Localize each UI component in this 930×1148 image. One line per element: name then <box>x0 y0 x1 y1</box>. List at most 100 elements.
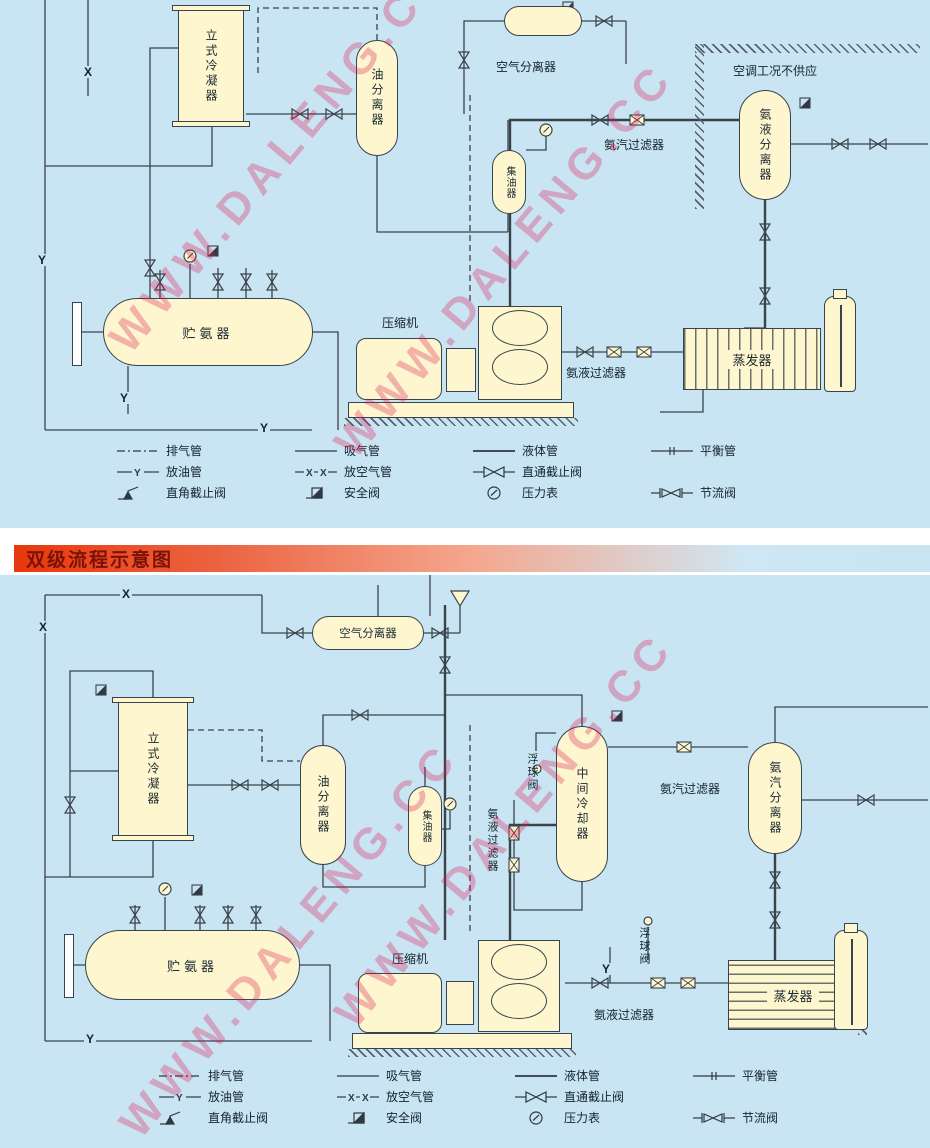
agitator-motor <box>833 289 847 299</box>
ammonia-receiver-vessel: 贮氨器 <box>103 298 313 366</box>
legend-item-pressure-gauge: 压力表 <box>514 1109 692 1126</box>
air-separator-vessel <box>504 6 582 36</box>
svg-text:X: X <box>306 468 313 479</box>
legend-label: 安全阀 <box>386 1111 423 1125</box>
compressor-coupling <box>446 981 474 1025</box>
svg-text:Y: Y <box>134 468 141 479</box>
legend-label: 节流阀 <box>742 1111 779 1125</box>
legend-item-balance-pipe: 平衡管 <box>650 442 828 459</box>
intermediate-cooler-label: 中间冷却器 <box>575 766 589 842</box>
exhaust-pipe-symbol <box>117 449 159 452</box>
legend-label: 液体管 <box>564 1069 601 1083</box>
legend-label: 节流阀 <box>700 486 737 500</box>
legend-label: 直通截止阀 <box>522 465 583 479</box>
legend-label: 平衡管 <box>742 1069 779 1083</box>
oil-separator-label: 油分离器 <box>370 68 384 128</box>
balance-pipe-symbol <box>693 1071 735 1080</box>
legend-label: 放空气管 <box>386 1090 435 1104</box>
oil-drain-pipe-symbol: Y <box>159 1093 201 1104</box>
legend-label: 吸气管 <box>344 444 381 458</box>
compressor-cylinder <box>492 310 548 346</box>
ammonia-vapor-filter-label: 氨汽过滤器 <box>660 782 721 796</box>
legend-label: 液体管 <box>522 444 559 458</box>
compressor-base <box>352 1033 572 1049</box>
pipe-marker-y: Y <box>258 421 271 435</box>
oil-separator-vessel: 油分离器 <box>300 745 346 865</box>
legend-row: 直角截止阀 安全阀 压力表 节流阀 <box>116 482 828 503</box>
oil-separator-label: 油分离器 <box>316 775 330 835</box>
legend-label: 放油管 <box>208 1090 245 1104</box>
legend-item-pressure-gauge: 压力表 <box>472 484 650 501</box>
compressor-cylinder <box>491 983 547 1019</box>
throttle-valve-symbol <box>651 487 693 498</box>
ammonia-receiver-vessel: 贮氨器 <box>85 930 300 1000</box>
legend-label: 直通截止阀 <box>564 1090 625 1104</box>
vertical-condenser-vessel: 立式冷凝器 <box>172 5 250 127</box>
exhaust-pipe-symbol <box>159 1074 201 1077</box>
wall-hatch-left <box>695 44 704 209</box>
safety-valve-symbol <box>306 486 323 499</box>
legend-item-straight-stop-valve: 直通截止阀 <box>472 463 650 480</box>
ammonia-liquid-filter-label: 氨液过滤器 <box>594 1008 655 1022</box>
legend-label: 平衡管 <box>700 444 737 458</box>
legend-item-suction-pipe: 吸气管 <box>336 1067 514 1084</box>
suction-pipe-symbol <box>295 449 337 452</box>
wall-hatch-top <box>695 44 920 53</box>
condenser-top-flange <box>112 697 194 703</box>
compressor-ground-hatch <box>344 418 578 426</box>
legend-row: 直角截止阀 安全阀 压力表 节流阀 <box>158 1107 870 1128</box>
condenser-bottom-flange <box>112 835 194 841</box>
liquid-pipe-symbol <box>473 449 515 452</box>
legend-item-safety-valve: 安全阀 <box>336 1109 514 1126</box>
agitator-shaft <box>840 305 842 387</box>
legend-item-oil-drain-pipe: Y 放油管 <box>116 463 294 480</box>
compressor-cylinder <box>492 349 548 385</box>
ammonia-vapor-separator-label: 氨汽分离器 <box>768 760 782 836</box>
legend-row: 排气管 吸气管 液体管 平衡管 <box>158 1065 870 1086</box>
compressor-motor <box>356 338 442 400</box>
legend-label: 压力表 <box>564 1111 601 1125</box>
agitator-vessel <box>834 923 868 1030</box>
legend-item-liquid-pipe: 液体管 <box>472 442 650 459</box>
compressor-body <box>478 940 560 1032</box>
agitator-vessel <box>824 289 856 392</box>
two-stage-title: 双级流程示意图 <box>26 550 174 571</box>
legend-item-throttle-valve: 节流阀 <box>692 1109 870 1126</box>
oil-collector-vessel: 集油器 <box>408 786 442 866</box>
legend-label: 直角截止阀 <box>166 486 227 500</box>
legend-item-suction-pipe: 吸气管 <box>294 442 472 459</box>
compressor-base <box>348 402 574 418</box>
oil-collector-label: 集油器 <box>504 165 515 199</box>
svg-text:X: X <box>362 1093 369 1104</box>
legend-label: 放空气管 <box>344 465 393 479</box>
pipe-marker-y: Y <box>36 253 49 267</box>
oil-collector-label: 集油器 <box>420 809 431 843</box>
condenser-top-flange <box>172 5 250 11</box>
compressor-body <box>478 306 562 400</box>
pipe-marker-y: Y <box>118 391 131 405</box>
svg-text:Y: Y <box>176 1093 183 1104</box>
throttle-valve-symbol <box>693 1112 735 1123</box>
float-valve-top-label: 浮球阀 <box>526 753 538 792</box>
legend-label: 排气管 <box>208 1069 245 1083</box>
single-stage-flow-diagram: 立式冷凝器 油分离器 空气分离器 空调工况不供应 氨汽过滤器 氨液分离器 集油器… <box>0 0 930 528</box>
evaporator-vessel: 蒸发器 <box>683 328 821 390</box>
legend-item-angle-stop-valve: 直角截止阀 <box>116 484 294 501</box>
svg-text:X: X <box>348 1093 355 1104</box>
legend-label: 排气管 <box>166 444 203 458</box>
legend-item-safety-valve: 安全阀 <box>294 484 472 501</box>
pipe-marker-y: Y <box>84 1032 97 1046</box>
legend-item-exhaust-pipe: 排气管 <box>158 1067 336 1084</box>
intermediate-cooler-vessel: 中间冷却器 <box>556 726 608 882</box>
ammonia-liquid-separator-label: 氨液分离器 <box>758 107 772 183</box>
level-gauge-tube <box>72 302 82 366</box>
ammonia-vapor-filter-label: 氨汽过滤器 <box>604 138 665 152</box>
evaporator-label: 蒸发器 <box>767 985 819 1005</box>
legend-row: 排气管 吸气管 液体管 平衡管 <box>116 440 828 461</box>
oil-separator-vessel: 油分离器 <box>356 40 398 156</box>
ammonia-receiver-label: 贮氨器 <box>166 958 218 974</box>
legend-item-straight-stop-valve: 直通截止阀 <box>514 1088 692 1105</box>
compressor-motor <box>358 973 442 1033</box>
